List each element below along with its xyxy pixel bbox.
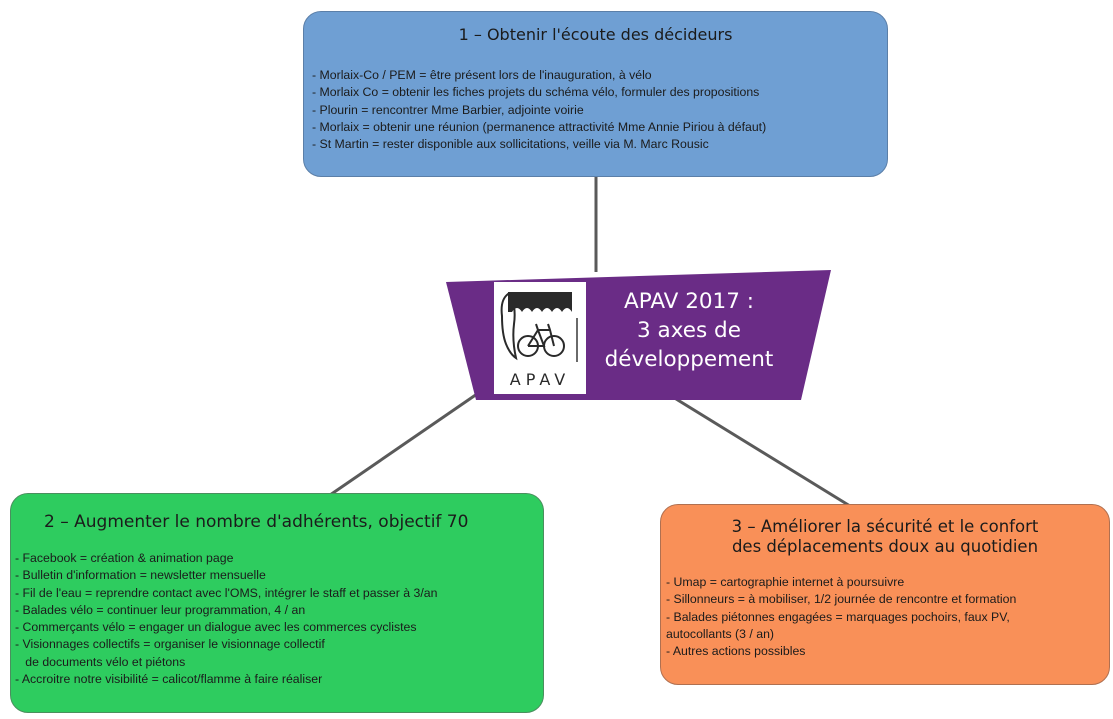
list-item: autocollants (3 / an): [666, 626, 775, 641]
axis-2-title: 2 – Augmenter le nombre d'adhérents, obj…: [44, 512, 469, 532]
list-item: - Umap = cartographie internet à poursui…: [666, 575, 905, 589]
central-title-line: développement: [604, 347, 774, 372]
list-item: - Accroitre notre visibilité = calicot/f…: [15, 672, 323, 687]
list-item: - Morlaix-Co / PEM = être présent lors d…: [312, 68, 652, 82]
list-item: - Visionnages collectifs = organiser le …: [15, 637, 325, 652]
axis-3-node: 3 – Améliorer la sécurité et le confort …: [660, 504, 1110, 685]
list-item: - Balades vélo = continuer leur programm…: [15, 602, 306, 617]
axis-1-node: 1 – Obtenir l'écoute des décideurs - Mor…: [303, 11, 888, 177]
central-title-line: 3 axes de: [637, 318, 741, 343]
list-item: - Balades piétonnes engagées = marquages…: [666, 609, 1010, 624]
list-item: - Commerçants vélo = engager un dialogue…: [15, 620, 417, 635]
axis-2-node: 2 – Augmenter le nombre d'adhérents, obj…: [10, 493, 544, 713]
list-item: - Sillonneurs = à mobiliser, 1/2 journée…: [666, 592, 1017, 607]
central-title-line: APAV 2017 :: [624, 289, 754, 314]
list-item: - St Martin = rester disponible aux soll…: [312, 137, 709, 152]
connector-axis-3: [667, 392, 851, 508]
logo-text: APAV: [510, 370, 570, 389]
central-node: APAV APAV 2017 : 3 axes de développement: [446, 270, 831, 400]
list-item: - Facebook = création & animation page: [15, 551, 234, 565]
axis-3-title-line: des déplacements doux au quotidien: [731, 537, 1039, 556]
list-item: - Plourin = rencontrer Mme Barbier, adjo…: [312, 102, 584, 117]
list-item: de documents vélo et piétons: [15, 654, 186, 669]
list-item: - Morlaix = obtenir une réunion (permane…: [312, 119, 767, 134]
axis-3-title: 3 – Améliorer la sécurité et le confort …: [661, 505, 1109, 557]
list-item: - Fil de l'eau = reprendre contact avec …: [15, 585, 438, 600]
list-item: - Morlaix Co = obtenir les fiches projet…: [312, 85, 760, 100]
axis-1-items: - Morlaix-Co / PEM = être présent lors d…: [312, 67, 766, 153]
apav-logo: APAV: [494, 282, 586, 394]
axis-3-title-line: 3 – Améliorer la sécurité et le confort: [731, 517, 1039, 536]
connector-axis-2: [329, 392, 478, 497]
axis-1-title: 1 – Obtenir l'écoute des décideurs: [458, 25, 733, 44]
axis-3-items: - Umap = cartographie internet à poursui…: [666, 574, 1016, 660]
list-item: - Bulletin d'information = newsletter me…: [15, 568, 266, 583]
list-item: - Autres actions possibles: [666, 644, 806, 659]
axis-2-items: - Facebook = création & animation page -…: [15, 550, 437, 688]
central-title: APAV 2017 : 3 axes de développement: [579, 287, 799, 374]
